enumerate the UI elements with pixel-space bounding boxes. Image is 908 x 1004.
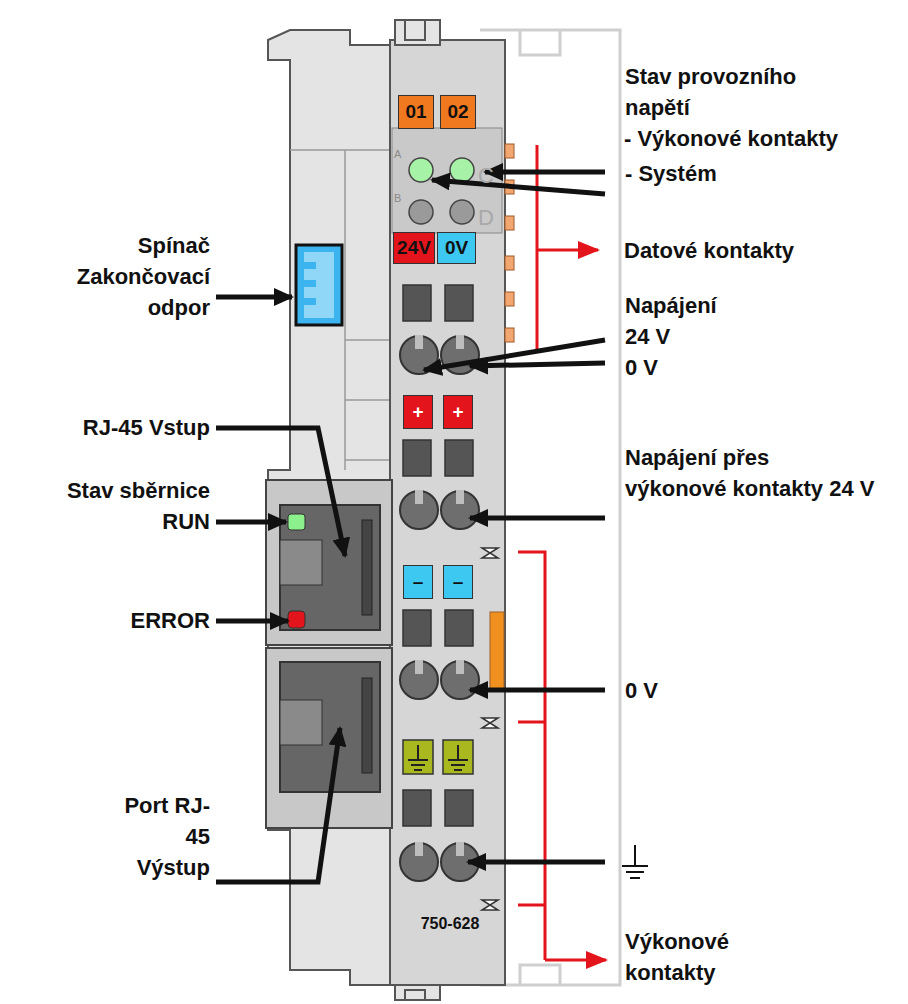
minus-terminal-label: – [443, 565, 473, 599]
callout-label: Stav sběrnice RUN [40, 475, 210, 537]
callout-label: RJ-45 Vstup [10, 412, 210, 443]
ground-symbol [622, 845, 648, 878]
callout-label: Napájení přes výkonové kontakty 24 V [625, 442, 875, 504]
plus-terminal-label: + [403, 395, 433, 429]
minus-terminal-label: – [403, 565, 433, 599]
terminal-text: 0V [445, 237, 468, 259]
callout-label: 0 V [625, 675, 825, 706]
callout-label: A [394, 148, 406, 160]
callout-label: C [478, 164, 500, 188]
callout-label: B [394, 192, 406, 204]
address-switch: 02 [440, 95, 476, 129]
terminal-text: + [452, 401, 463, 423]
callout-label: ERROR [40, 605, 210, 636]
callout-label: - Systém [625, 158, 825, 189]
terminal-text: 02 [447, 101, 468, 123]
callout-label: D [478, 206, 500, 230]
callout-label: 24 V [625, 321, 825, 352]
supply-terminal-label: 0V [437, 232, 476, 264]
callout-label: Napájení [625, 290, 825, 321]
terminal-text: + [412, 401, 423, 423]
address-switch: 01 [398, 95, 434, 129]
terminal-text: 01 [405, 101, 426, 123]
callout-label: Datové kontakty [624, 235, 904, 266]
supply-terminal-label: 24V [393, 232, 435, 264]
callout-label: 0 V [625, 352, 825, 383]
terminal-text: 24V [397, 237, 431, 259]
plus-terminal-label: + [443, 395, 473, 429]
callout-label: Stav provozního napětí [625, 61, 840, 123]
terminal-text: – [453, 571, 464, 593]
callout-label: - Výkonové kontakty [624, 123, 904, 154]
callout-label: Port RJ-45 Výstup [110, 790, 210, 883]
callout-label: Výkonové kontakty [625, 926, 790, 988]
terminal-text: – [413, 571, 424, 593]
callout-label: 750-628 [405, 914, 495, 934]
callout-label: Spínač Zakončovací odpor [60, 230, 210, 323]
